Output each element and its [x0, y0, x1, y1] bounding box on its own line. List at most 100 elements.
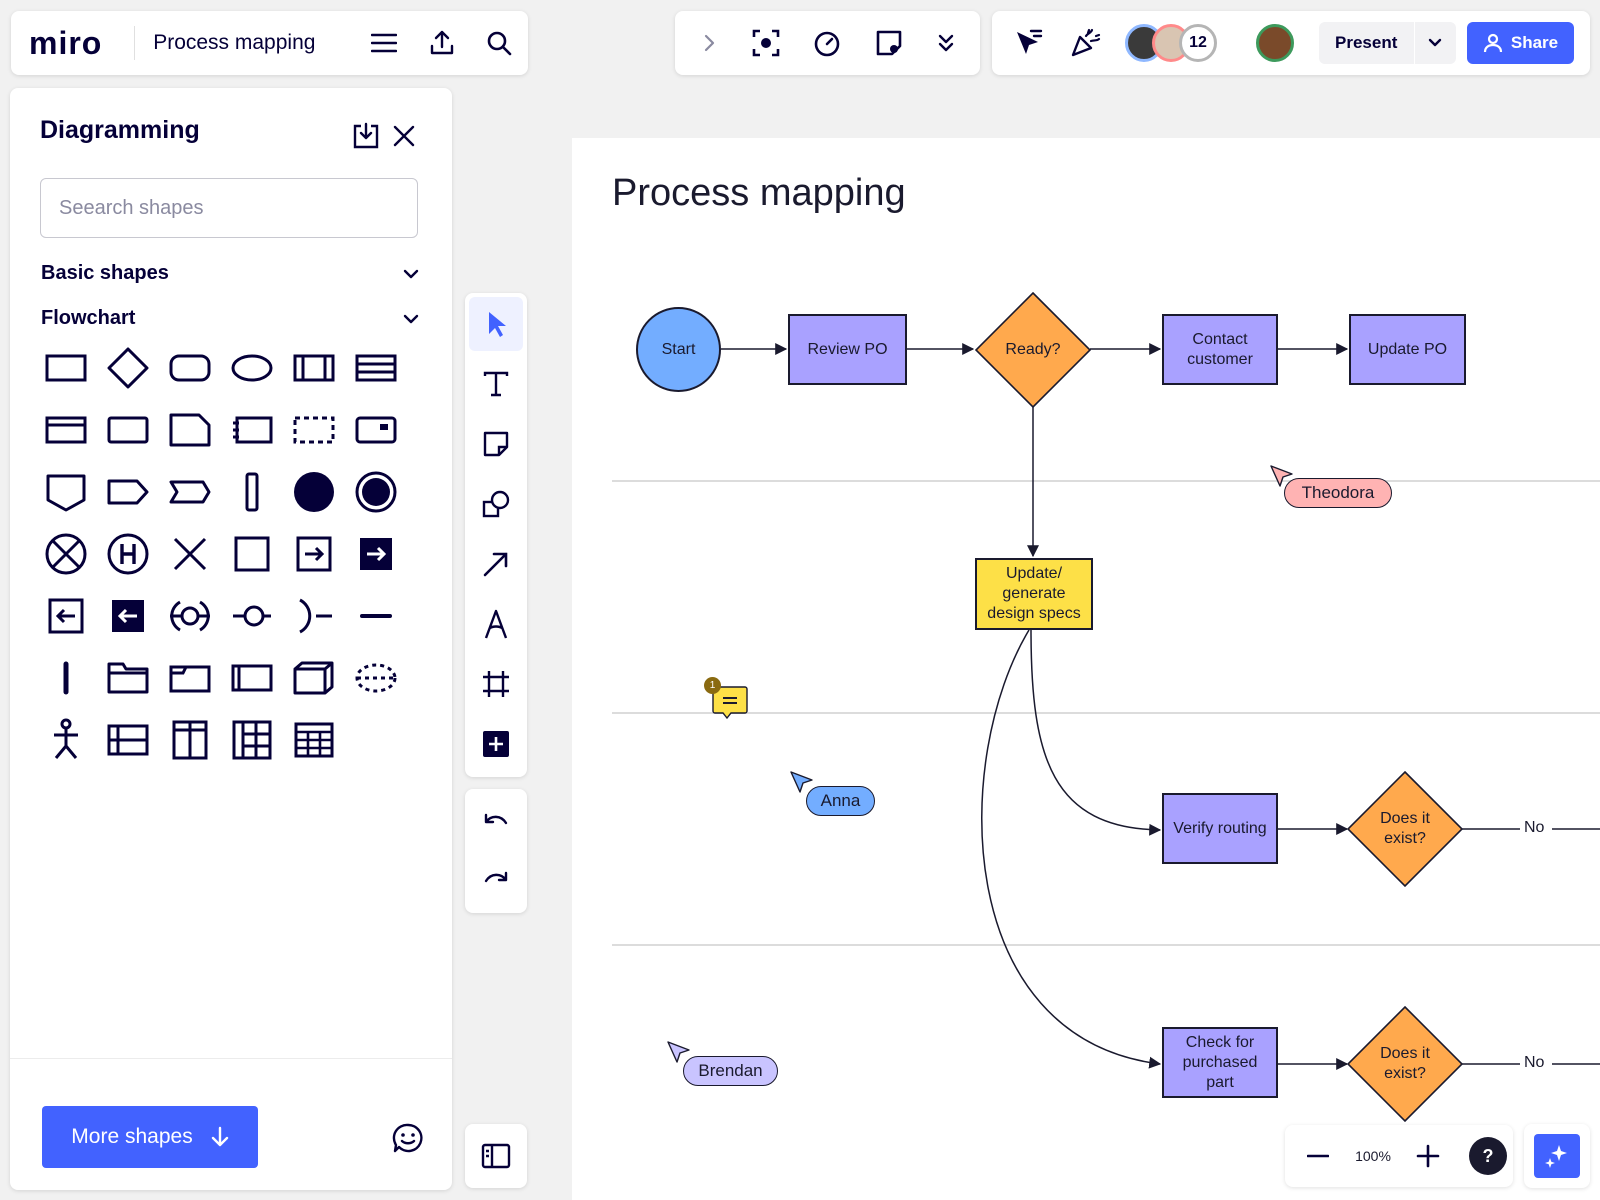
- board-title[interactable]: Process mapping: [153, 31, 316, 54]
- line-shape-icon[interactable]: [354, 594, 398, 638]
- zoom-in-button[interactable]: [1403, 1131, 1453, 1181]
- collaborator-count[interactable]: 12: [1179, 24, 1217, 62]
- cursor-toggle-button[interactable]: [1004, 18, 1054, 68]
- actor-shape-icon[interactable]: [44, 718, 88, 762]
- process-node-verify-routing[interactable]: Verify routing: [1162, 793, 1278, 864]
- chevron-down-icon[interactable]: [403, 268, 419, 280]
- present-options-button[interactable]: [1415, 22, 1456, 64]
- expand-toolbar-button[interactable]: [689, 18, 729, 68]
- miro-logo[interactable]: miro: [29, 24, 103, 61]
- arrow-in-box-left-shape-icon[interactable]: [44, 594, 88, 638]
- help-button[interactable]: ?: [1469, 1137, 1507, 1175]
- predefined-process-shape-icon[interactable]: [292, 346, 336, 390]
- pentagon-arrow-shape-icon[interactable]: [106, 470, 150, 514]
- rounded-rectangle-shape-icon[interactable]: [168, 346, 212, 390]
- process-node-contact-customer[interactable]: Contact customer: [1162, 314, 1278, 385]
- filled-arrow-left-shape-icon[interactable]: [106, 594, 150, 638]
- start-node[interactable]: Start: [636, 307, 721, 392]
- more-apps-tool[interactable]: [469, 717, 523, 771]
- vertical-line-shape-icon[interactable]: [44, 656, 88, 700]
- tag-box-shape-icon[interactable]: [354, 408, 398, 452]
- plus-icon: [1416, 1144, 1440, 1168]
- diamond-shape-icon[interactable]: [106, 346, 150, 390]
- ellipse-shape-icon[interactable]: [230, 346, 274, 390]
- toggle-panel-button[interactable]: [465, 1124, 527, 1188]
- chevron-shape-icon[interactable]: [168, 470, 212, 514]
- divider: [10, 1058, 452, 1059]
- arrow-in-box-right-shape-icon[interactable]: [292, 532, 336, 576]
- more-shapes-button[interactable]: More shapes: [42, 1106, 258, 1168]
- zoom-out-button[interactable]: [1293, 1131, 1343, 1181]
- cube-shape-icon[interactable]: [292, 656, 336, 700]
- filled-circle-shape-icon[interactable]: [292, 470, 336, 514]
- rectangle-shape-icon[interactable]: [44, 346, 88, 390]
- more-tools-button[interactable]: [926, 18, 966, 68]
- process-node-update-po[interactable]: Update PO: [1349, 314, 1466, 385]
- filled-arrow-right-shape-icon[interactable]: [354, 532, 398, 576]
- present-button[interactable]: Present: [1335, 33, 1398, 52]
- folder-shape-icon[interactable]: [106, 656, 150, 700]
- menu-button[interactable]: [355, 14, 413, 72]
- comment-marker[interactable]: 1: [704, 677, 753, 721]
- process-node-review-po[interactable]: Review PO: [788, 314, 907, 385]
- grid-swimlane-shape-icon[interactable]: [230, 718, 274, 762]
- select-tool[interactable]: [469, 297, 523, 351]
- cross-shape-icon[interactable]: [168, 532, 212, 576]
- table-shape-icon[interactable]: [292, 718, 336, 762]
- card-shape-icon[interactable]: [230, 408, 274, 452]
- ai-assist-panel: [1524, 1124, 1590, 1188]
- text-tool[interactable]: [469, 357, 523, 411]
- decision-node-ready[interactable]: Ready?: [975, 292, 1091, 408]
- swimlane-horizontal-shape-icon[interactable]: [106, 718, 150, 762]
- search-button[interactable]: [470, 14, 528, 72]
- decision-node-exist-2[interactable]: Does it exist?: [1347, 1006, 1463, 1122]
- section-basic-shapes[interactable]: Basic shapes: [41, 262, 169, 284]
- my-avatar[interactable]: [1256, 24, 1294, 62]
- board-canvas[interactable]: Process mapping Start Review PO Ready? C…: [572, 138, 1600, 1200]
- zoom-level[interactable]: 100%: [1355, 1148, 1391, 1164]
- shapes-tool[interactable]: [469, 477, 523, 531]
- internal-storage-shape-icon[interactable]: [354, 346, 398, 390]
- export-button[interactable]: [413, 14, 471, 72]
- dashed-rectangle-shape-icon[interactable]: [292, 408, 336, 452]
- ai-assist-button[interactable]: [1534, 1134, 1580, 1178]
- decision-node-exist-1[interactable]: Does it exist?: [1347, 771, 1463, 887]
- tab-folder-shape-icon[interactable]: [168, 656, 212, 700]
- pen-tool[interactable]: [469, 597, 523, 651]
- dashed-ellipse-shape-icon[interactable]: [354, 656, 398, 700]
- voting-button[interactable]: [864, 18, 914, 68]
- connector-tool[interactable]: [469, 537, 523, 591]
- provided-interface-shape-icon[interactable]: [168, 594, 212, 638]
- square-shape-icon[interactable]: [230, 532, 274, 576]
- end-circle-shape-icon[interactable]: [354, 470, 398, 514]
- share-button[interactable]: Share: [1467, 22, 1574, 64]
- required-interface-shape-icon[interactable]: [292, 594, 336, 638]
- close-panel-button[interactable]: [384, 116, 424, 156]
- section-flowchart[interactable]: Flowchart: [41, 307, 136, 329]
- process-node-update-specs[interactable]: Update/ generate design specs: [975, 558, 1093, 630]
- document-shape-icon[interactable]: [168, 408, 212, 452]
- header-box-shape-icon[interactable]: [44, 408, 88, 452]
- pin-panel-button[interactable]: [346, 116, 386, 156]
- feedback-button[interactable]: [388, 1118, 428, 1158]
- stored-data-shape-icon[interactable]: [230, 656, 274, 700]
- timer-button[interactable]: [802, 18, 852, 68]
- celebrate-button[interactable]: [1060, 18, 1110, 68]
- or-circle-shape-icon[interactable]: [44, 532, 88, 576]
- undo-button[interactable]: [469, 795, 523, 849]
- frame-title[interactable]: Process mapping: [612, 172, 906, 214]
- redo-button[interactable]: [469, 853, 523, 907]
- search-shapes-input[interactable]: [40, 178, 418, 238]
- lollipop-shape-icon[interactable]: [230, 594, 274, 638]
- swimlane-vertical-shape-icon[interactable]: [168, 718, 212, 762]
- process-shape-icon[interactable]: [106, 408, 150, 452]
- frame-tool[interactable]: [469, 657, 523, 711]
- hold-circle-shape-icon[interactable]: [106, 532, 150, 576]
- chevron-down-icon[interactable]: [403, 313, 419, 325]
- comment-count-badge: 1: [704, 677, 721, 694]
- process-node-check-purchased[interactable]: Check for purchased part: [1162, 1027, 1278, 1098]
- focus-button[interactable]: [741, 18, 791, 68]
- off-page-connector-shape-icon[interactable]: [44, 470, 88, 514]
- sticky-note-tool[interactable]: [469, 417, 523, 471]
- vertical-bar-shape-icon[interactable]: [230, 470, 274, 514]
